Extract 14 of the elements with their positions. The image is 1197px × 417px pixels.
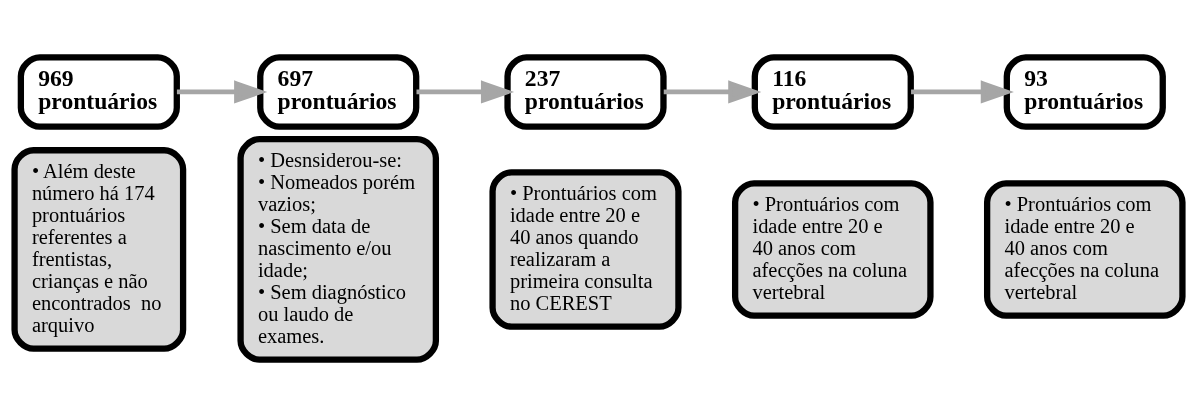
arrow bbox=[416, 80, 515, 104]
node-box: 237 prontuários bbox=[504, 54, 667, 130]
arrow bbox=[176, 80, 268, 104]
node-box: 697 prontuários bbox=[257, 54, 420, 130]
arrow bbox=[911, 80, 1014, 104]
node-box: • Desnsiderou-se: • Nomeados porém vazios; • Sem data de nascimento e/ou idade; • Sem diagnóstico ou laudo de exames. bbox=[237, 136, 440, 363]
node-box: 93 prontuários bbox=[1003, 54, 1166, 130]
node-box: 969 prontuários bbox=[17, 54, 180, 130]
arrow bbox=[663, 80, 762, 104]
node-box: • Prontuários com idade entre 20 e 40 anos com afecções na coluna vertebral bbox=[984, 180, 1186, 319]
node-box: • Além deste número há 174 prontuários referentes a frentistas, crianças e não encontrados no arquivo bbox=[11, 147, 187, 352]
node-box: • Prontuários com idade entre 20 e 40 anos com afecções na coluna vertebral bbox=[732, 180, 934, 319]
node-box: • Prontuários com idade entre 20 e 40 anos quando realizaram a primeira consulta no CEREST bbox=[489, 169, 682, 330]
node-box: 116 prontuários bbox=[751, 54, 914, 130]
